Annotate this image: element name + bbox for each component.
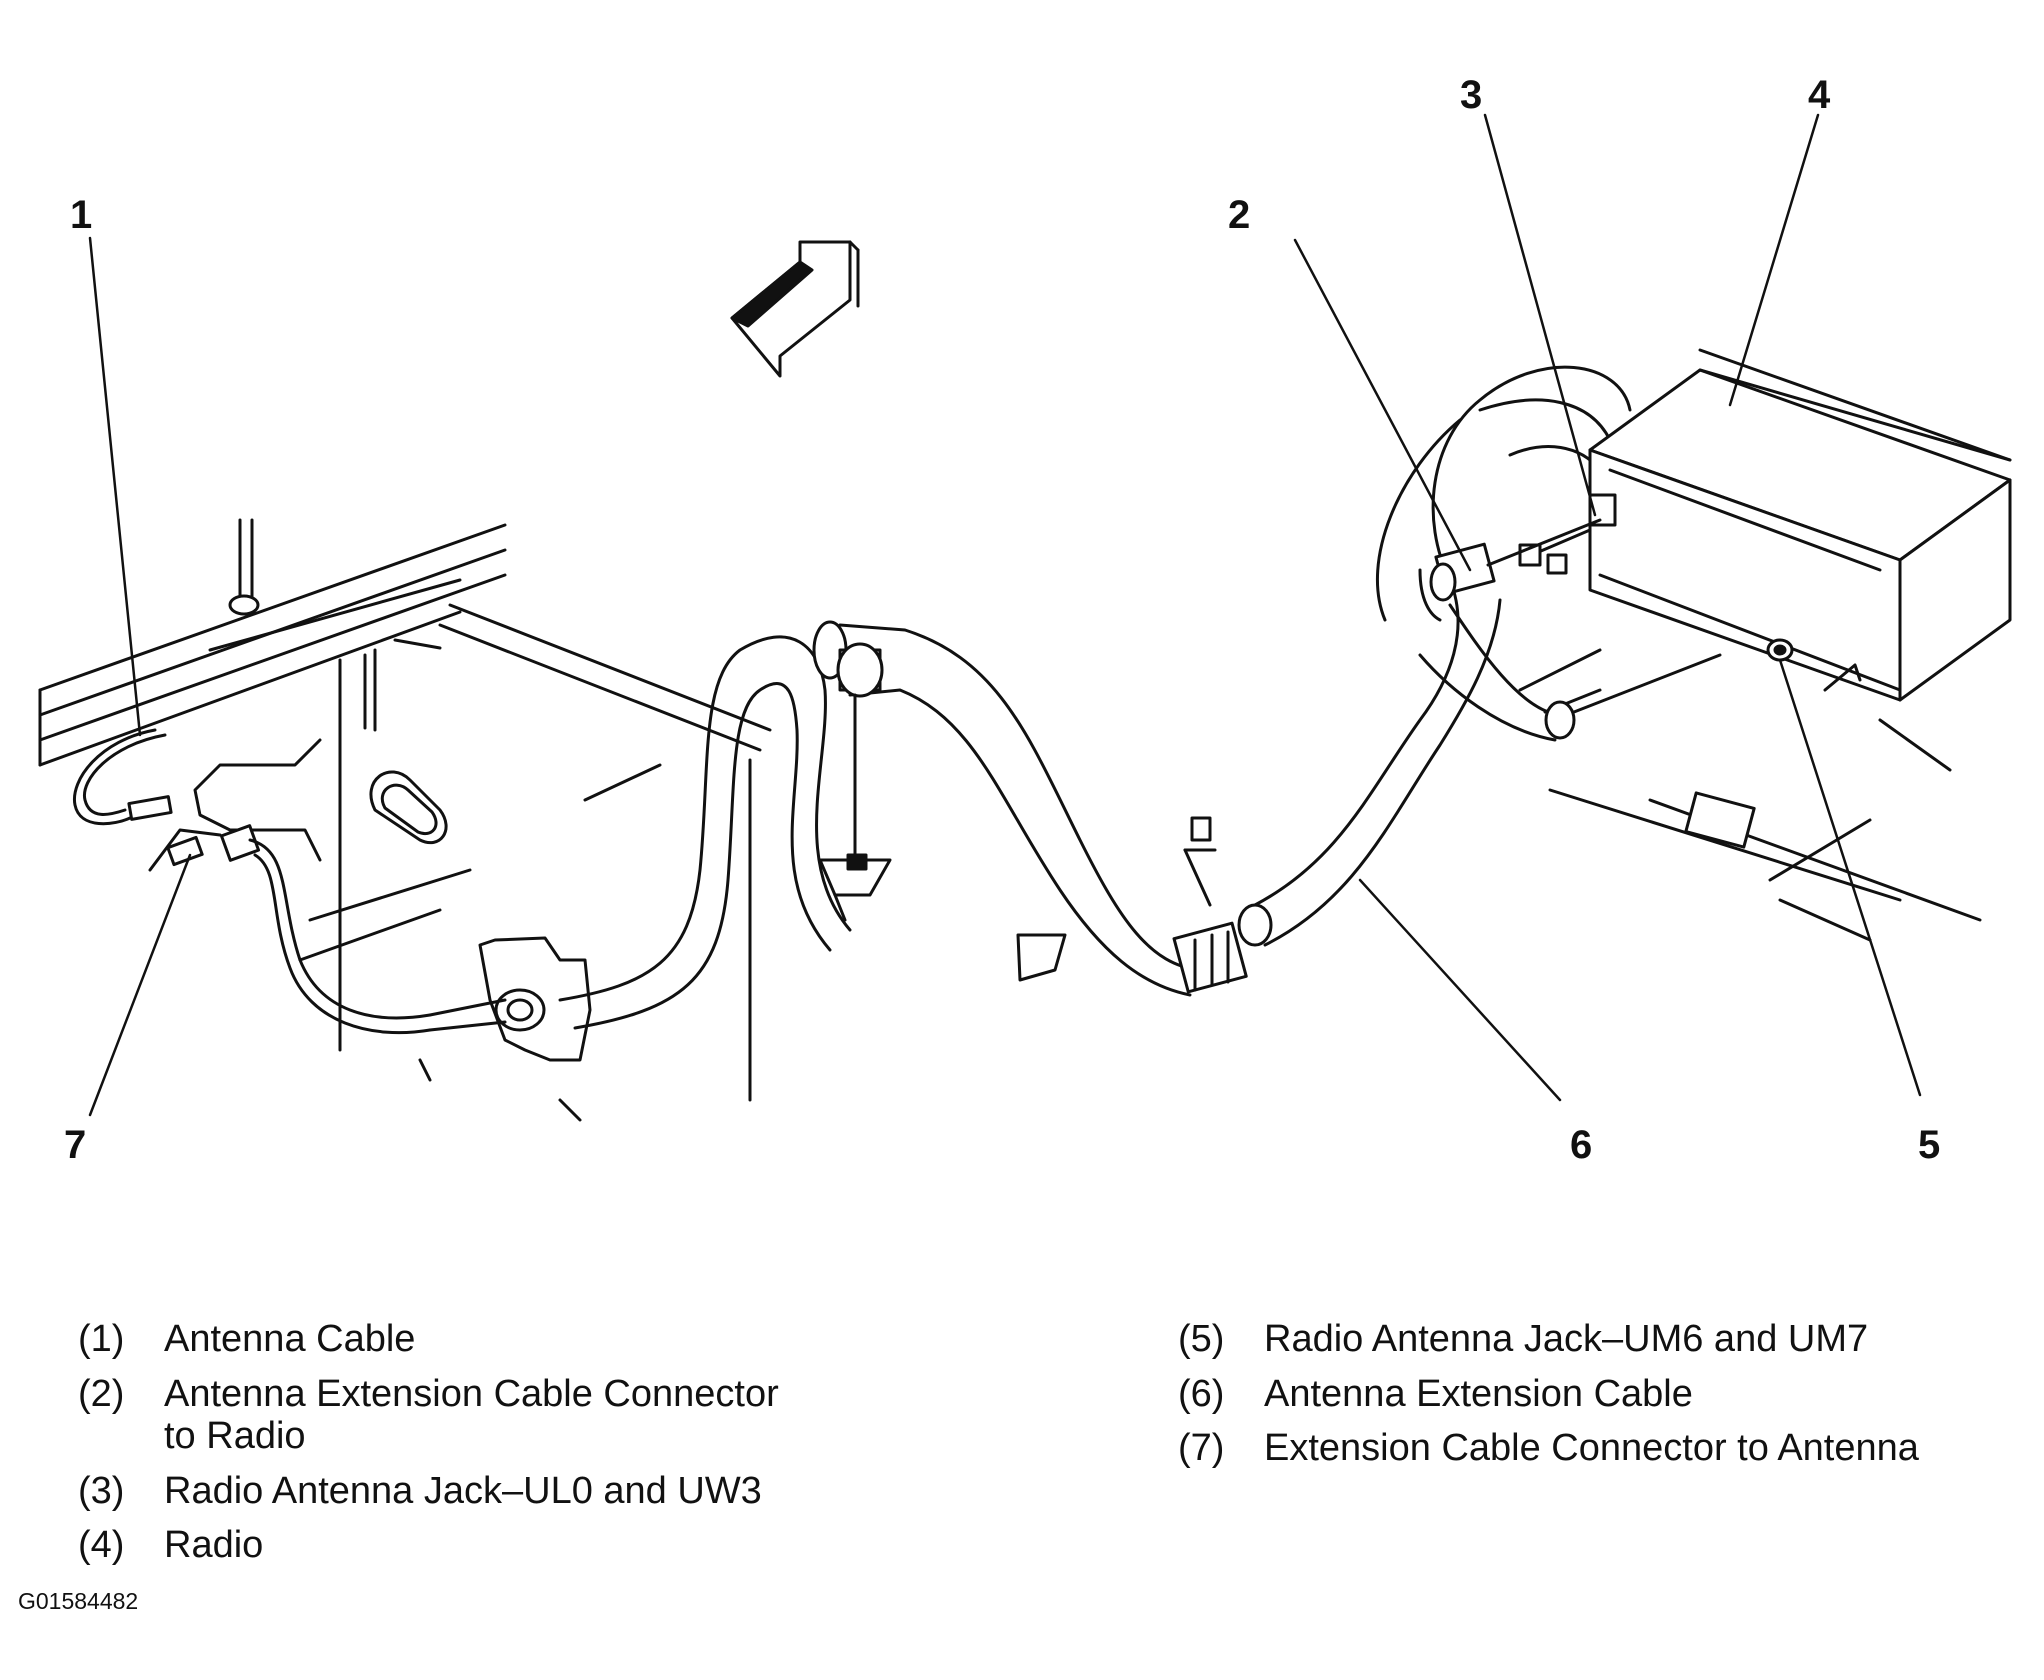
legend-item: (6) Antenna Extension Cable	[1178, 1373, 2028, 1416]
cable-clip	[478, 936, 592, 1062]
legend-number: (2)	[78, 1372, 125, 1415]
legend-text: Radio Antenna Jack–UL0 and UW3	[164, 1469, 762, 1512]
callout-1: 1	[70, 193, 93, 237]
legend-text: Antenna Cable	[164, 1318, 416, 1360]
legend-number: (3)	[78, 1469, 125, 1512]
legend-number: (4)	[78, 1524, 125, 1567]
extension-cable-thin	[248, 838, 432, 1035]
callout-7: 7	[64, 1123, 87, 1167]
legend-text: Antenna Extension Cable	[1264, 1372, 1693, 1415]
legend-number: (6)	[1178, 1372, 1225, 1415]
grommet-icon	[369, 770, 448, 845]
callout-4: 4	[1808, 73, 1831, 117]
extension-cable-loop	[1253, 365, 1632, 947]
antenna-cable-routing-diagram	[38, 113, 2012, 1122]
legend-right: (5) Radio Antenna Jack–UM6 and UM7 (6) A…	[1178, 1318, 2028, 1482]
legend-text: Radio	[164, 1524, 264, 1567]
direction-arrow-icon	[730, 240, 860, 378]
legend-item: (5) Radio Antenna Jack–UM6 and UM7	[1178, 1318, 2028, 1361]
leader-lines	[88, 113, 1922, 1117]
legend-number: (1)	[78, 1318, 125, 1360]
legend-number: (7)	[1178, 1427, 1225, 1470]
extension-cable-thick	[428, 620, 1202, 1032]
callout-5: 5	[1918, 1123, 1941, 1167]
legend-text: Extension Cable Connector to Antenna	[1264, 1427, 1919, 1470]
legend-item: (4) Radio	[78, 1524, 898, 1567]
legend-text: Antenna Extension Cable Connector to Rad…	[164, 1372, 779, 1458]
callout-2: 2	[1228, 193, 1251, 237]
legend-left: (1) Antenna Cable (2) Antenna Extension …	[78, 1318, 898, 1579]
legend-item: (3) Radio Antenna Jack–UL0 and UW3	[78, 1470, 898, 1513]
figure-id: G01584482	[18, 1588, 139, 1614]
legend-item: (2) Antenna Extension Cable Connector to…	[78, 1373, 898, 1458]
legend-number: (5)	[1178, 1318, 1225, 1360]
left-body-structure	[38, 518, 772, 1122]
callout-3: 3	[1460, 73, 1483, 117]
radio-unit	[1518, 348, 2012, 942]
legend-item: (7) Extension Cable Connector to Antenna	[1178, 1427, 2028, 1470]
antenna-cable	[72, 728, 322, 872]
legend-item: (1) Antenna Cable	[78, 1318, 898, 1361]
legend-text: Radio Antenna Jack–UM6 and UM7	[1264, 1318, 1869, 1360]
callout-6: 6	[1570, 1123, 1593, 1167]
mid-connector	[1172, 816, 1273, 994]
